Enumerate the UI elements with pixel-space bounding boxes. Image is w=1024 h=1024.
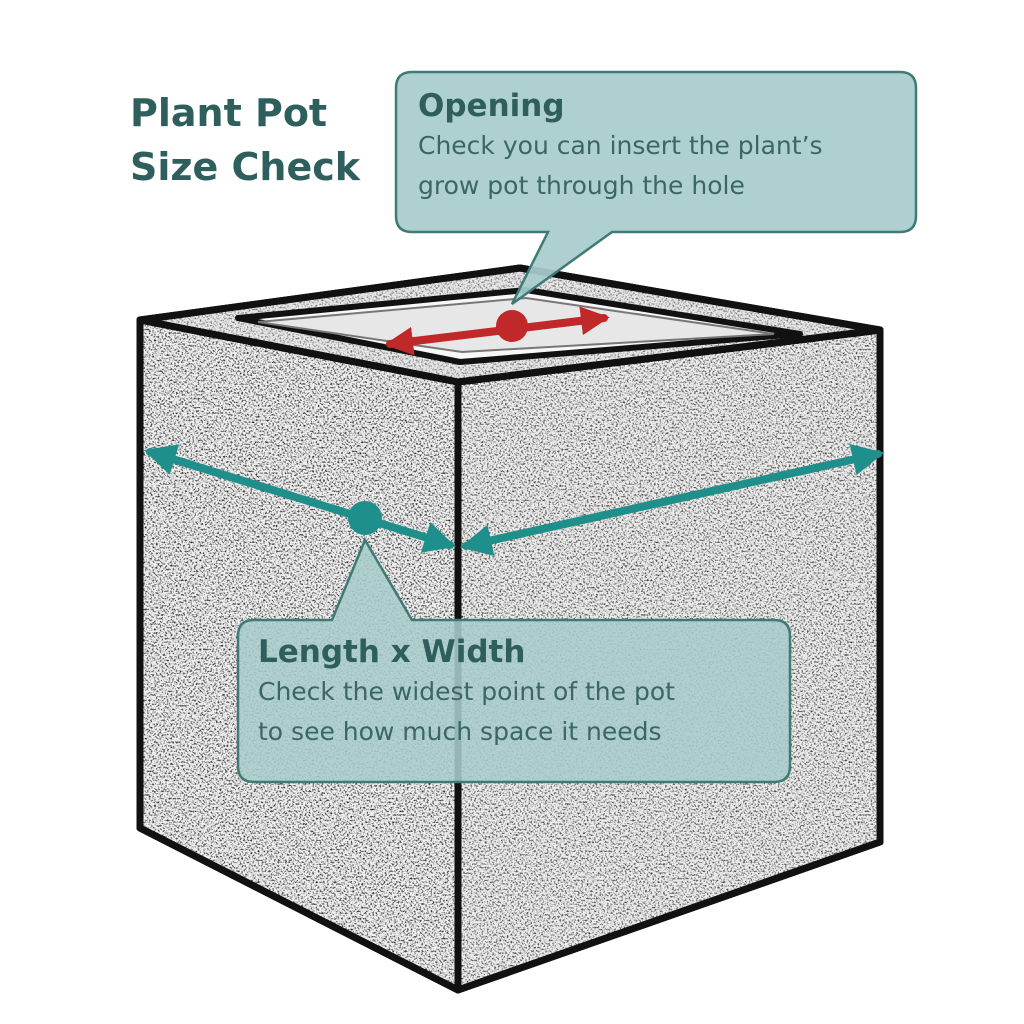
opening-measure-arrow (384, 306, 610, 356)
length-width-marker-dot (348, 501, 382, 535)
length-width-measure-arrows (143, 443, 885, 557)
opening-callout-bubble (394, 70, 918, 306)
opening-description: Check you can insert the plant’s grow po… (418, 126, 908, 206)
length-width-description-line-2: to see how much space it needs (258, 717, 662, 746)
opening-callout: Opening Check you can insert the plant’s… (418, 86, 908, 206)
length-width-callout-bubble (236, 537, 792, 784)
opening-marker-dot (496, 310, 528, 342)
length-width-description-line-1: Check the widest point of the pot (258, 677, 675, 706)
title-line-2: Size Check (130, 145, 361, 189)
page-title: Plant Pot Size Check (130, 86, 390, 194)
length-width-callout: Length x Width Check the widest point of… (258, 632, 778, 752)
length-width-heading: Length x Width (258, 634, 526, 670)
title-line-1: Plant Pot (130, 91, 328, 135)
length-width-description: Check the widest point of the pot to see… (258, 672, 778, 752)
opening-description-line-1: Check you can insert the plant’s (418, 131, 823, 160)
opening-heading: Opening (418, 88, 565, 124)
opening-description-line-2: grow pot through the hole (418, 171, 745, 200)
